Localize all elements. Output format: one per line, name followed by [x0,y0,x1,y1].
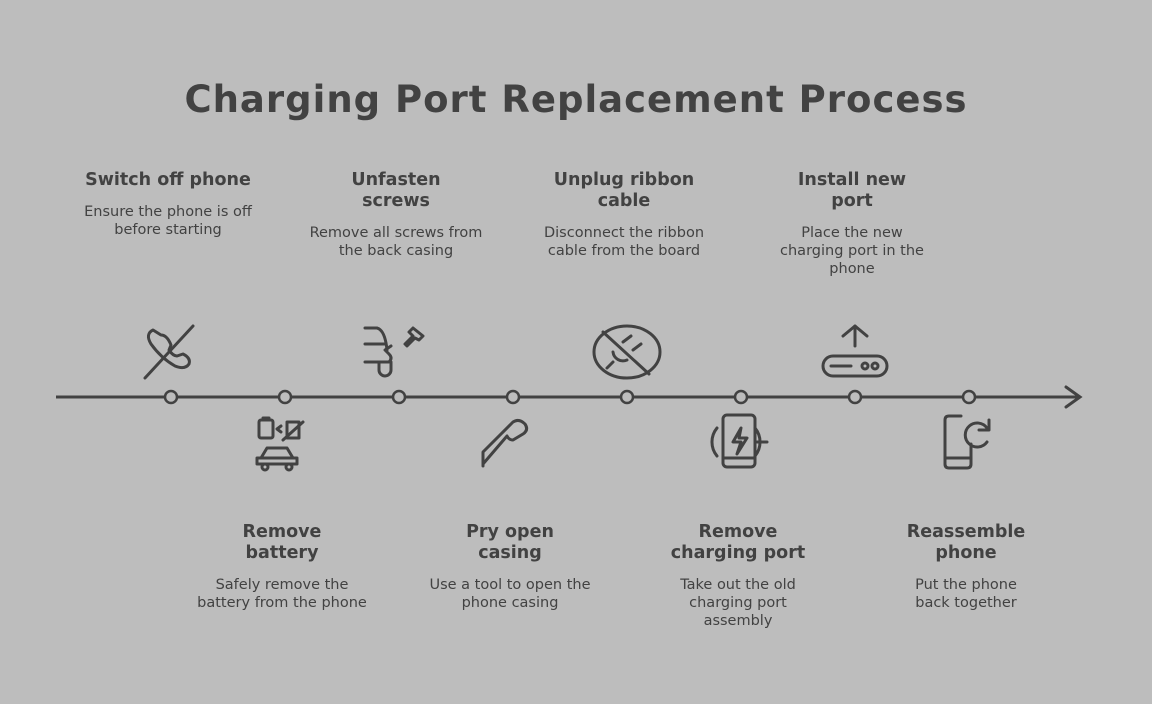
timeline-node [619,389,635,405]
step-title: Pry open casing [466,522,554,563]
step-description: Ensure the phone is off before starting [84,204,252,238]
timeline-node [961,389,977,405]
charging-phone-icon [710,413,769,469]
step-remove-battery: Remove battery Safely remove the battery… [177,522,387,612]
timeline-arrowhead-icon [1064,385,1083,409]
step-install-new-port: Install new port Place the new charging … [747,170,957,278]
step-title: Unfasten screws [351,170,441,211]
timeline-node [505,389,521,405]
step-unplug-ribbon-cable: Unplug ribbon cable Disconnect the ribbo… [519,170,729,260]
step-pry-open-casing: Pry open casing Use a tool to open the p… [405,522,615,612]
install-port-icon [821,324,889,378]
timeline-node [733,389,749,405]
timeline-node [277,389,293,405]
step-description: Place the new charging port in the phone [780,225,924,277]
step-unfasten-screws: Unfasten screws Remove all screws from t… [291,170,501,260]
step-title: Install new port [797,170,907,211]
screwdriver-icon [363,326,425,378]
pry-tool-icon [481,418,529,468]
phone-refresh-icon [943,414,991,470]
step-switch-off-phone: Switch off phone Ensure the phone is off… [63,170,273,239]
timeline-node [391,389,407,405]
step-description: Take out the old charging port assembly [680,577,796,629]
timeline-node [847,389,863,405]
step-description: Put the phone back together [915,577,1017,611]
step-description: Remove all screws from the back casing [309,225,483,259]
step-title: Unplug ribbon cable [553,170,695,211]
step-description: Safely remove the battery from the phone [197,577,367,611]
step-remove-charging-port: Remove charging port Take out the old ch… [633,522,843,630]
step-title: Remove charging port [670,522,806,563]
step-reassemble-phone: Reassemble phone Put the phone back toge… [861,522,1071,612]
step-description: Use a tool to open the phone casing [429,577,591,611]
phone-off-icon [143,324,195,380]
step-title: Remove battery [242,522,322,563]
timeline-node [163,389,179,405]
step-description: Disconnect the ribbon cable from the boa… [543,225,705,259]
battery-remove-icon [255,416,305,472]
step-title: Reassemble phone [906,522,1026,563]
page-title: Charging Port Replacement Process [184,78,968,121]
unplug-icon [592,324,662,380]
step-title: Switch off phone [85,170,251,190]
